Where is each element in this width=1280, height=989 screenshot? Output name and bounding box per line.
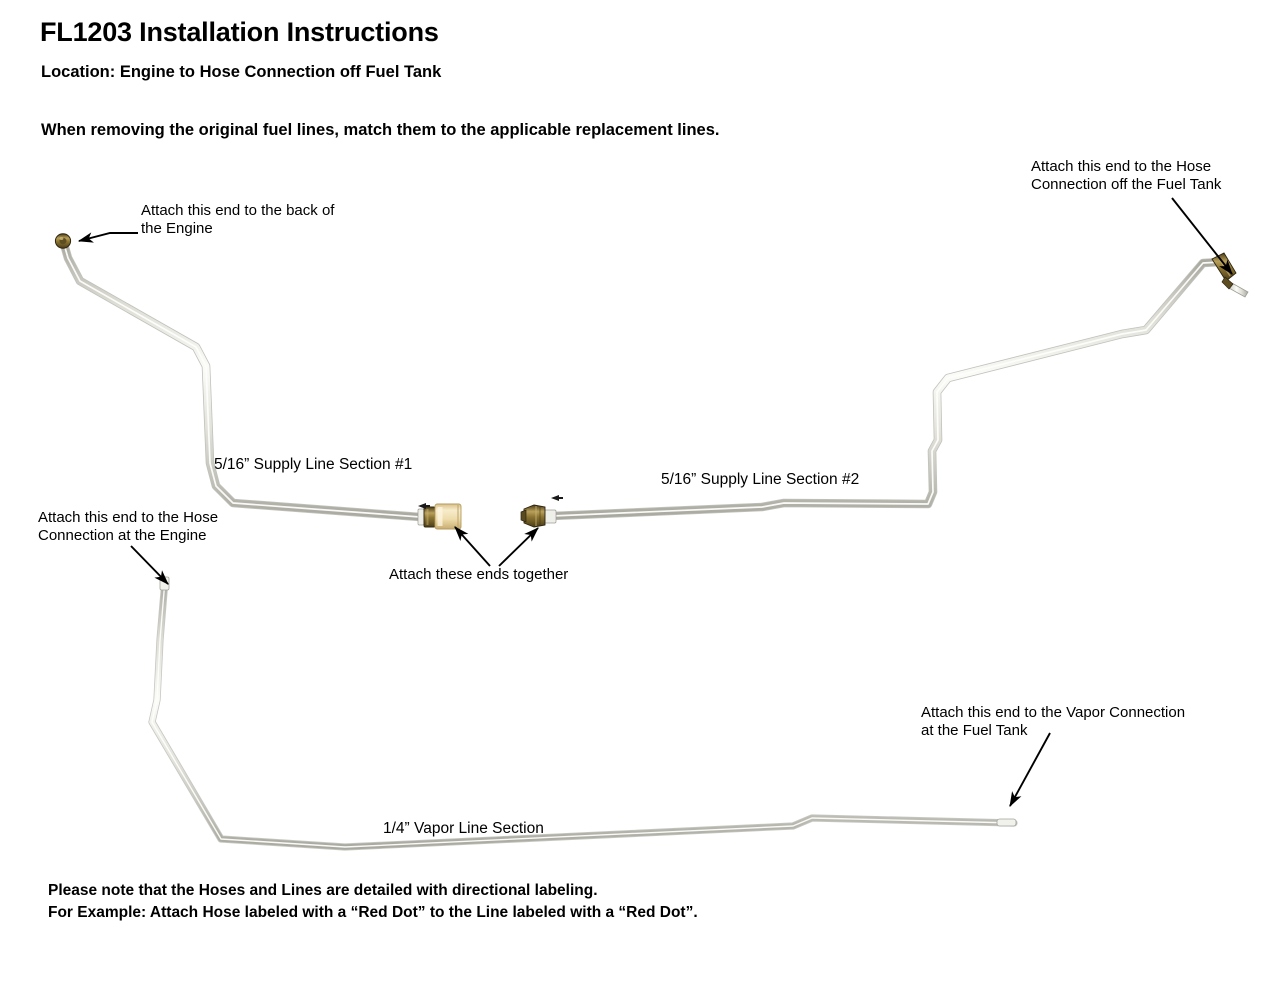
annotation-hose-connection-fuel-tank: Attach this end to the Hose Connection o…	[1031, 158, 1222, 194]
leader-arrow-hose-connection-engine	[130, 545, 169, 585]
footer-note: Please note that the Hoses and Lines are…	[48, 880, 698, 925]
center-coupling-right	[520, 504, 557, 528]
vapor-line-engine-end	[159, 576, 170, 591]
fuel-tank-end-fitting	[1211, 252, 1249, 298]
engine-end-fitting	[54, 233, 72, 249]
leader-arrow-ends-together-left	[454, 526, 491, 567]
vapor-line-tube	[148, 576, 1018, 851]
label-vapor-line-section: 1/4” Vapor Line Section	[383, 820, 544, 837]
annotation-ends-together: Attach these ends together	[389, 566, 569, 583]
leader-arrow-vapor-connection-fuel-tank	[1009, 732, 1051, 807]
annotation-hose-connection-engine: Attach this end to the Hose Connection a…	[38, 509, 219, 545]
footer-line-1: Please note that the Hoses and Lines are…	[48, 882, 598, 899]
leader-arrow-hose-connection-fuel-tank	[1171, 197, 1233, 275]
annotation-engine-back: Attach this end to the back of the Engin…	[141, 202, 335, 238]
intro-instruction: When removing the original fuel lines, m…	[41, 121, 720, 139]
supply-line-section-1-tube	[59, 239, 425, 522]
location-line: Location: Engine to Hose Connection off …	[41, 63, 442, 81]
page-title: FL1203 Installation Instructions	[40, 17, 439, 47]
leader-arrow-engine-back	[77, 232, 138, 243]
annotation-vapor-connection-fuel-tank: Attach this end to the Vapor Connection …	[921, 704, 1186, 740]
footer-line-2: For Example: Attach Hose labeled with a …	[48, 904, 698, 922]
supply-line-section-2-tube	[547, 257, 1226, 521]
directional-marker-left	[418, 503, 430, 509]
leader-arrow-ends-together-right	[498, 527, 539, 567]
label-supply-line-section-2: 5/16” Supply Line Section #2	[661, 471, 860, 488]
center-coupling-left	[417, 503, 462, 530]
label-supply-line-section-1: 5/16” Supply Line Section #1	[214, 456, 413, 473]
vapor-line-tank-end	[996, 818, 1017, 827]
directional-marker-right	[551, 495, 563, 501]
